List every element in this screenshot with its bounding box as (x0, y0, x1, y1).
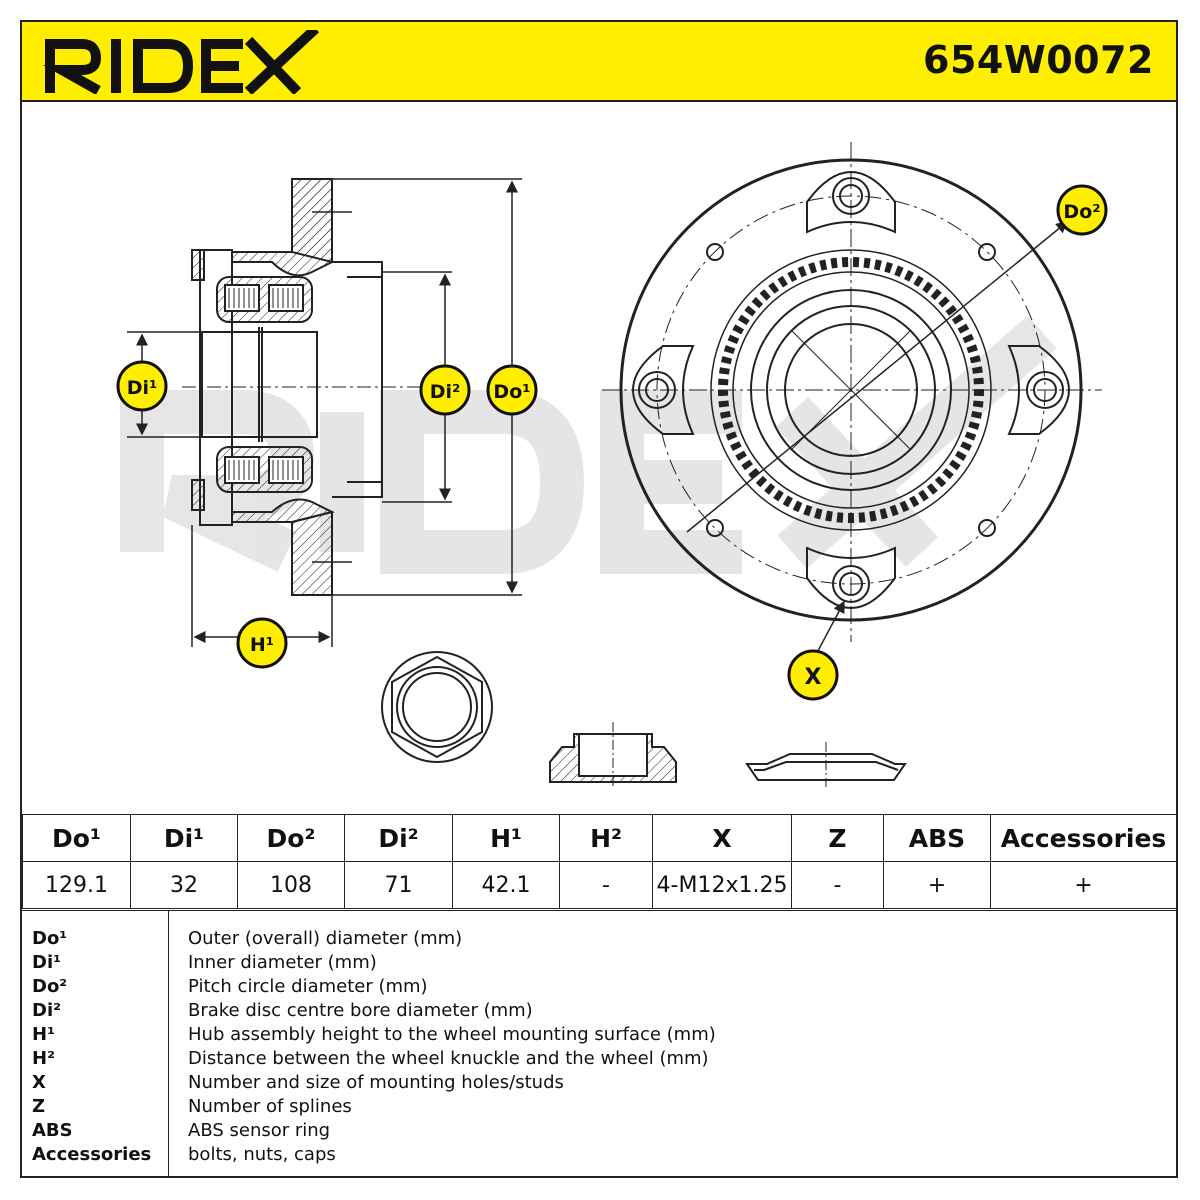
spec-value-cell: 108 (237, 861, 345, 909)
svg-text:Di¹: Di¹ (127, 377, 158, 399)
spec-value-cell: - (791, 861, 884, 909)
svg-text:Di²: Di² (430, 381, 461, 403)
spec-value-cell: + (883, 861, 991, 909)
svg-text:H¹: H¹ (250, 634, 274, 656)
legend-desc: Brake disc centre bore diameter (mm) (188, 1000, 533, 1021)
spec-header-cell: X (652, 814, 792, 862)
spec-header-cell: Do² (237, 814, 345, 862)
part-number: 654W0072 (923, 38, 1154, 82)
label-h1: H¹ (236, 617, 288, 669)
legend-desc: Pitch circle diameter (mm) (188, 976, 428, 997)
legend-divider (168, 911, 169, 1178)
spec-header-cell: Accessories (990, 814, 1177, 862)
spec-header-cell: Di¹ (130, 814, 238, 862)
datasheet-frame: 654W0072 (20, 20, 1178, 1178)
legend-row: H² Distance between the wheel knuckle an… (22, 1047, 1176, 1071)
legend-desc: Outer (overall) diameter (mm) (188, 928, 463, 949)
legend-key: Z (32, 1096, 46, 1117)
legend-row: Do¹ Outer (overall) diameter (mm) (22, 927, 1176, 951)
label-do1: Do¹ (486, 364, 538, 416)
legend-key: Accessories (32, 1144, 152, 1165)
legend-row: Do² Pitch circle diameter (mm) (22, 975, 1176, 999)
legend-key: Do¹ (32, 928, 68, 949)
spec-header-cell: Z (791, 814, 884, 862)
legend-key: Di² (32, 1000, 61, 1021)
spec-header-cell: H² (559, 814, 653, 862)
legend-row: Z Number of splines (22, 1095, 1176, 1119)
svg-text:X: X (805, 665, 822, 690)
svg-text:Do²: Do² (1063, 201, 1100, 223)
legend-key: H² (32, 1048, 55, 1069)
spec-value-cell: + (990, 861, 1177, 909)
technical-drawing: Do¹ Di² Di¹ H¹ Do² X (116, 142, 1108, 787)
cap-section (549, 722, 677, 787)
spec-value-cell: 42.1 (452, 861, 560, 909)
spec-value-cell: 129.1 (22, 861, 131, 909)
hub-section-view (182, 178, 462, 596)
spec-value-cell: 32 (130, 861, 238, 909)
hub-front-view (602, 142, 1102, 642)
spec-value-cell: 4-M12x1.25 (652, 861, 792, 909)
legend-section: Do¹ Outer (overall) diameter (mm) Di¹ In… (22, 910, 1176, 1178)
legend-desc: bolts, nuts, caps (188, 1144, 336, 1165)
label-do2: Do² (1056, 184, 1108, 236)
legend-row: H¹ Hub assembly height to the wheel moun… (22, 1023, 1176, 1047)
label-di2: Di² (419, 364, 471, 416)
spec-header-cell: Do¹ (22, 814, 131, 862)
dimension-lines (127, 178, 522, 647)
legend-desc: Hub assembly height to the wheel mountin… (188, 1024, 716, 1045)
label-di1: Di¹ (116, 360, 168, 412)
spec-header-cell: ABS (883, 814, 991, 862)
spec-value-cell: - (559, 861, 653, 909)
legend-key: H¹ (32, 1024, 55, 1045)
svg-text:Do¹: Do¹ (493, 381, 530, 403)
ridex-logo (42, 30, 320, 94)
legend-row: ABS ABS sensor ring (22, 1119, 1176, 1143)
legend-desc: Number of splines (188, 1096, 352, 1117)
header-bar: 654W0072 (22, 22, 1176, 102)
label-x: X (787, 649, 839, 701)
spec-table: Do¹ Di¹ Do² Di² H¹ H² X Z ABS Accessorie… (22, 814, 1177, 909)
legend-desc: Inner diameter (mm) (188, 952, 377, 973)
legend-row: Di² Brake disc centre bore diameter (mm) (22, 999, 1176, 1023)
legend-key: ABS (32, 1120, 73, 1141)
spec-header-row: Do¹ Di¹ Do² Di² H¹ H² X Z ABS Accessorie… (22, 814, 1177, 862)
legend-row: Accessories bolts, nuts, caps (22, 1143, 1176, 1167)
legend-row: Di¹ Inner diameter (mm) (22, 951, 1176, 975)
legend-desc: Number and size of mounting holes/studs (188, 1072, 564, 1093)
spec-header-cell: Di² (344, 814, 453, 862)
washer-section (745, 742, 907, 787)
nut-view (381, 651, 493, 763)
legend-key: X (32, 1072, 46, 1093)
legend-row: X Number and size of mounting holes/stud… (22, 1071, 1176, 1095)
spec-header-cell: H¹ (452, 814, 560, 862)
spec-value-row: 129.1 32 108 71 42.1 - 4-M12x1.25 - + + (22, 861, 1177, 909)
legend-desc: ABS sensor ring (188, 1120, 331, 1141)
legend-key: Di¹ (32, 952, 61, 973)
spec-value-cell: 71 (344, 861, 453, 909)
legend-desc: Distance between the wheel knuckle and t… (188, 1048, 709, 1069)
legend-key: Do² (32, 976, 68, 997)
